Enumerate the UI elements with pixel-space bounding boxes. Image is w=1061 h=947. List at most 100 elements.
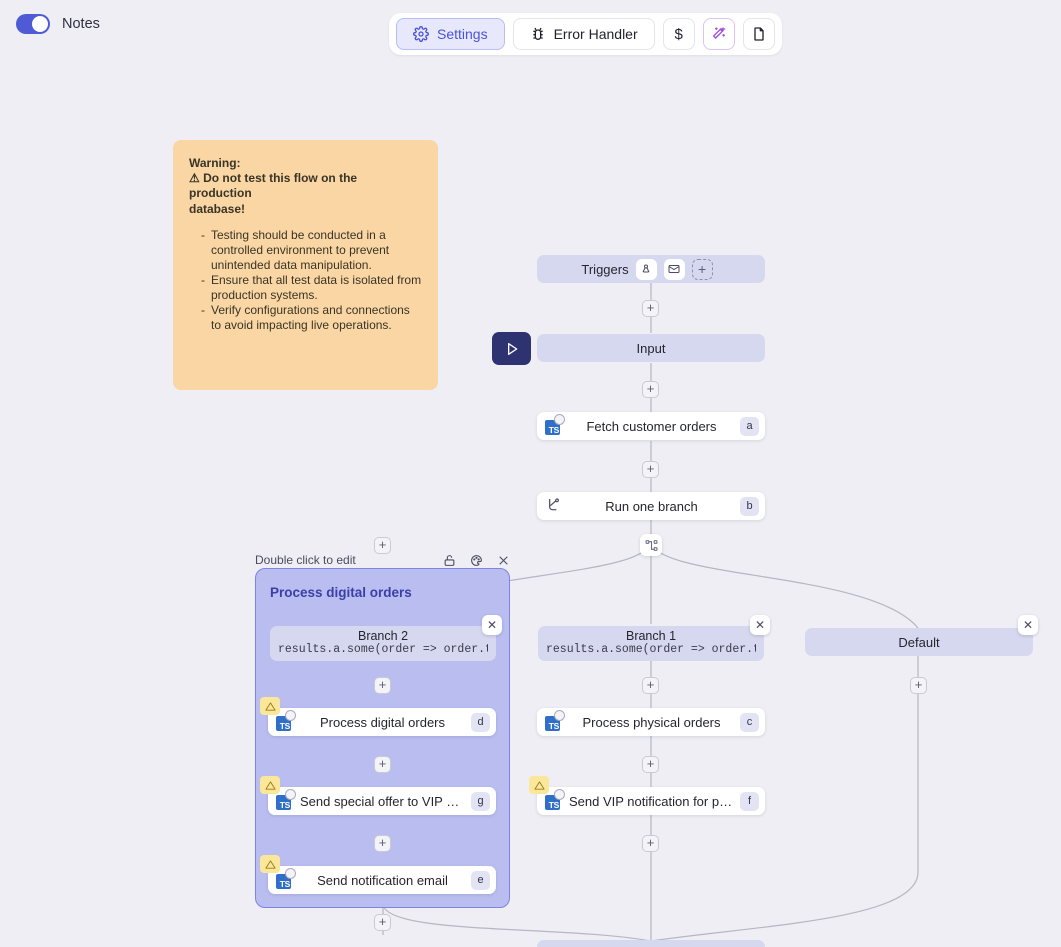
notes-toggle[interactable] — [16, 14, 50, 34]
branch-title: Branch 2 — [357, 629, 409, 643]
dollar-icon: $ — [674, 25, 683, 43]
branch-title: Branch 1 — [625, 629, 677, 643]
group-hint-label: Double click to edit — [255, 553, 356, 567]
notes-toggle-group[interactable]: Notes — [16, 14, 100, 34]
add-node-button[interactable]: + — [374, 756, 391, 773]
remove-branch-button[interactable]: ✕ — [1018, 615, 1038, 635]
gear-icon — [413, 26, 429, 42]
add-node-button[interactable]: + — [374, 537, 391, 554]
node-badge: g — [471, 791, 490, 811]
add-node-button[interactable]: + — [642, 756, 659, 773]
merge-node[interactable] — [537, 940, 765, 947]
error-handler-label: Error Handler — [553, 26, 638, 42]
node-badge: d — [471, 712, 490, 732]
note-bullet-list: Testing should be conducted in a control… — [201, 228, 422, 333]
node-label: Send notification email — [317, 872, 448, 888]
typescript-icon: TS — [545, 789, 565, 810]
add-node-button[interactable]: + — [374, 914, 391, 931]
node-run-one-branch[interactable]: Run one branch b — [537, 492, 765, 520]
settings-button[interactable]: Settings — [396, 18, 505, 50]
node-process-digital-orders[interactable]: TS Process digital orders d — [260, 697, 496, 736]
add-node-button[interactable]: + — [642, 835, 659, 852]
node-badge: b — [740, 496, 759, 516]
warning-icon — [260, 697, 280, 715]
node-label: Send special offer to VIP digital c... — [300, 793, 471, 809]
note-heading-line2: ⚠ Do not test this flow on the productio… — [189, 171, 358, 201]
node-process-physical-orders[interactable]: TS Process physical orders c — [537, 708, 765, 736]
node-badge: e — [471, 870, 490, 890]
input-node[interactable]: Input — [537, 334, 765, 362]
triggers-label: Triggers — [581, 261, 629, 277]
ai-assist-button[interactable] — [702, 18, 735, 50]
group-container-process-digital-orders[interactable] — [255, 568, 510, 908]
error-handler-button[interactable]: Error Handler — [512, 18, 655, 50]
branch-split-icon[interactable] — [640, 534, 662, 556]
list-item: Ensure that all test data is isolated fr… — [201, 273, 422, 303]
add-node-button[interactable]: + — [642, 300, 659, 317]
node-fetch-customer-orders[interactable]: TS Fetch customer orders a — [537, 412, 765, 440]
notes-label: Notes — [62, 16, 100, 32]
add-node-button[interactable]: + — [642, 381, 659, 398]
typescript-icon: TS — [276, 710, 296, 731]
document-icon — [753, 27, 764, 41]
node-badge: f — [740, 791, 759, 811]
warning-icon — [260, 776, 280, 794]
node-label: Process digital orders — [320, 714, 445, 730]
warning-note[interactable]: Warning: ⚠ Do not test this flow on the … — [173, 140, 438, 390]
add-node-button[interactable]: + — [374, 835, 391, 852]
node-send-vip-notification-physical[interactable]: TS Send VIP notification for physical...… — [529, 776, 765, 815]
note-heading-line1: Warning: — [189, 156, 241, 170]
add-node-button[interactable]: + — [642, 677, 659, 694]
note-heading-line3: database! — [189, 201, 246, 216]
webhook-icon[interactable] — [635, 258, 657, 280]
node-label: Run one branch — [605, 498, 698, 514]
typescript-icon: TS — [276, 868, 296, 889]
node-badge: a — [740, 416, 759, 436]
bug-icon — [532, 27, 543, 40]
triggers-node[interactable]: Triggers + — [537, 255, 765, 283]
toggle-knob — [32, 16, 48, 32]
warning-icon — [529, 776, 549, 794]
list-item: Verify configurations and connections to… — [201, 303, 422, 333]
node-label: Send VIP notification for physical... — [569, 793, 740, 809]
add-node-button[interactable]: + — [374, 677, 391, 694]
magic-wand-icon — [712, 27, 725, 39]
toolbar: Settings Error Handler $ — [389, 13, 782, 55]
remove-branch-button[interactable]: ✕ — [750, 615, 770, 635]
node-label: Process physical orders — [582, 714, 721, 730]
typescript-icon: TS — [545, 710, 565, 731]
close-icon[interactable] — [497, 554, 510, 567]
unlock-icon[interactable] — [443, 554, 456, 567]
node-send-special-offer-vip[interactable]: TS Send special offer to VIP digital c..… — [260, 776, 496, 815]
typescript-icon: TS — [276, 789, 296, 810]
cost-button[interactable]: $ — [662, 18, 695, 50]
branch-title: Default — [898, 634, 940, 650]
typescript-icon: TS — [545, 414, 565, 435]
settings-label: Settings — [437, 26, 488, 42]
branch-expression: results.a.some(order => order.type — [278, 643, 488, 656]
node-label: Fetch customer orders — [586, 418, 717, 434]
branch-expression: results.a.some(order => order.type — [546, 643, 756, 656]
branch-node-2[interactable]: Branch 2 results.a.some(order => order.t… — [270, 626, 496, 661]
run-flow-button[interactable] — [492, 332, 531, 365]
add-node-button[interactable]: + — [910, 677, 927, 694]
email-icon[interactable] — [663, 258, 685, 280]
group-header[interactable]: Double click to edit — [255, 551, 510, 569]
list-item: Testing should be conducted in a control… — [201, 228, 422, 273]
add-node-button[interactable]: + — [642, 461, 659, 478]
warning-icon — [260, 855, 280, 873]
add-trigger-button[interactable]: + — [691, 258, 713, 280]
branch-node-default[interactable]: Default — [805, 628, 1033, 656]
group-title: Process digital orders — [270, 585, 412, 600]
branch-node-1[interactable]: Branch 1 results.a.some(order => order.t… — [538, 626, 764, 661]
input-label: Input — [636, 340, 666, 356]
palette-icon[interactable] — [470, 554, 483, 567]
play-icon — [507, 342, 517, 355]
docs-button[interactable] — [742, 18, 775, 50]
node-send-notification-email[interactable]: TS Send notification email e — [260, 855, 496, 894]
node-badge: c — [740, 712, 759, 732]
remove-branch-button[interactable]: ✕ — [482, 615, 502, 635]
